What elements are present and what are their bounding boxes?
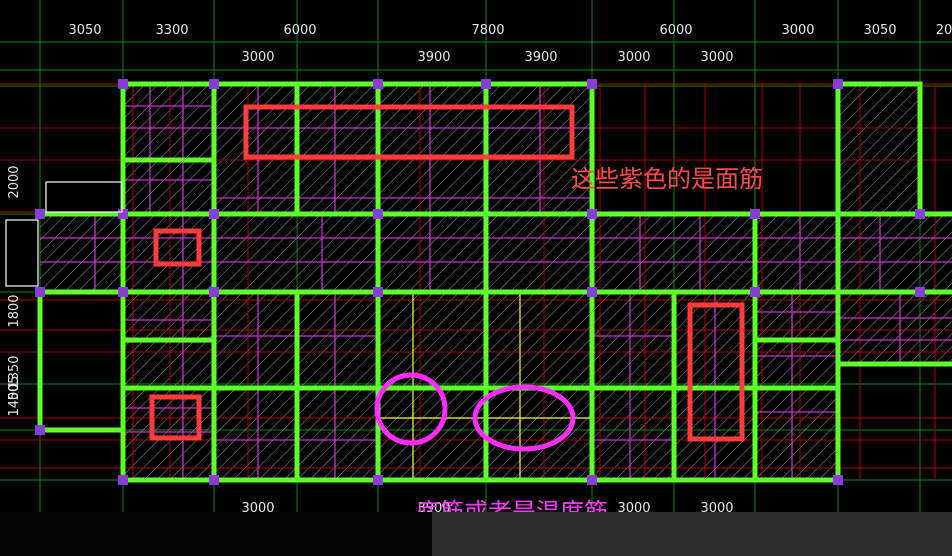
dim-label-second: 3000 (241, 50, 274, 65)
slab-panel (838, 84, 920, 214)
markup-box-left-lower (149, 394, 202, 441)
column-markers (35, 79, 925, 485)
markup-ellipse-right (472, 384, 576, 452)
slab-panels (40, 84, 952, 480)
opening-outline-top (45, 181, 123, 213)
column (373, 79, 383, 89)
column (373, 287, 383, 297)
markup-boxes (149, 104, 745, 442)
dim-label-top: 3050 (68, 23, 101, 38)
dim-label-top: 7800 (471, 23, 504, 38)
bottom-strip-left (0, 512, 432, 556)
column (481, 79, 491, 89)
markup-ellipse-left (374, 372, 448, 446)
dim-label-top: 20 (936, 23, 952, 38)
dim-label-left: 1350 (7, 355, 22, 388)
column (35, 287, 45, 297)
column (209, 475, 219, 485)
markup-box-top (243, 104, 575, 160)
markup-box-right (687, 302, 745, 442)
annotation-bottom-rebar: 底筋或者是温度筋 (416, 498, 608, 512)
dim-label-left: 2000 (7, 165, 22, 198)
column (373, 209, 383, 219)
bottom-strip-right (432, 512, 952, 556)
column (209, 209, 219, 219)
dim-label-second: 3900 (524, 50, 557, 65)
column (915, 287, 925, 297)
column (833, 79, 843, 89)
column (915, 209, 925, 219)
dim-label-bottom: 3000 (617, 501, 650, 512)
dim-label-top: 3050 (863, 23, 896, 38)
dim-label-second: 3900 (417, 50, 450, 65)
markup-ellipses (374, 372, 576, 452)
column (209, 79, 219, 89)
beam-lines (37, 81, 952, 483)
column (118, 475, 128, 485)
column (750, 209, 760, 219)
dim-label-second: 3000 (700, 50, 733, 65)
column (833, 475, 843, 485)
column (587, 475, 597, 485)
column (373, 475, 383, 485)
markup-box-left-upper (153, 228, 202, 267)
dim-label-bottom: 3000 (700, 501, 733, 512)
column (118, 287, 128, 297)
dim-label-bottom: 3900 (417, 501, 450, 512)
floor-plan-drawing: 3050 3300 6000 7800 6000 3000 3050 20 3000 3900 39… (0, 0, 952, 512)
column (35, 425, 45, 435)
column (587, 287, 597, 297)
dim-label-top: 6000 (659, 23, 692, 38)
dim-label-top: 3300 (155, 23, 188, 38)
column (750, 287, 760, 297)
dim-label-left: 1800 (7, 294, 22, 327)
slab-panel (123, 84, 592, 212)
dim-label-second: 3000 (617, 50, 650, 65)
dim-label-left: 1400 (7, 383, 22, 416)
column (118, 209, 128, 219)
dimension-labels: 3050 3300 6000 7800 6000 3000 3050 20 3000 3900 39… (7, 23, 952, 512)
column (587, 79, 597, 89)
column (118, 79, 128, 89)
slab-panel (40, 214, 952, 292)
annotation-top-rebar: 这些紫色的是面筋 (571, 165, 763, 193)
dim-label-top: 6000 (283, 23, 316, 38)
column (209, 287, 219, 297)
opening-outline-left (5, 219, 39, 287)
column (587, 209, 597, 219)
column (35, 209, 45, 219)
dim-label-bottom: 3000 (241, 501, 274, 512)
dim-label-left: 505 (7, 376, 22, 401)
dim-label-top: 3000 (781, 23, 814, 38)
